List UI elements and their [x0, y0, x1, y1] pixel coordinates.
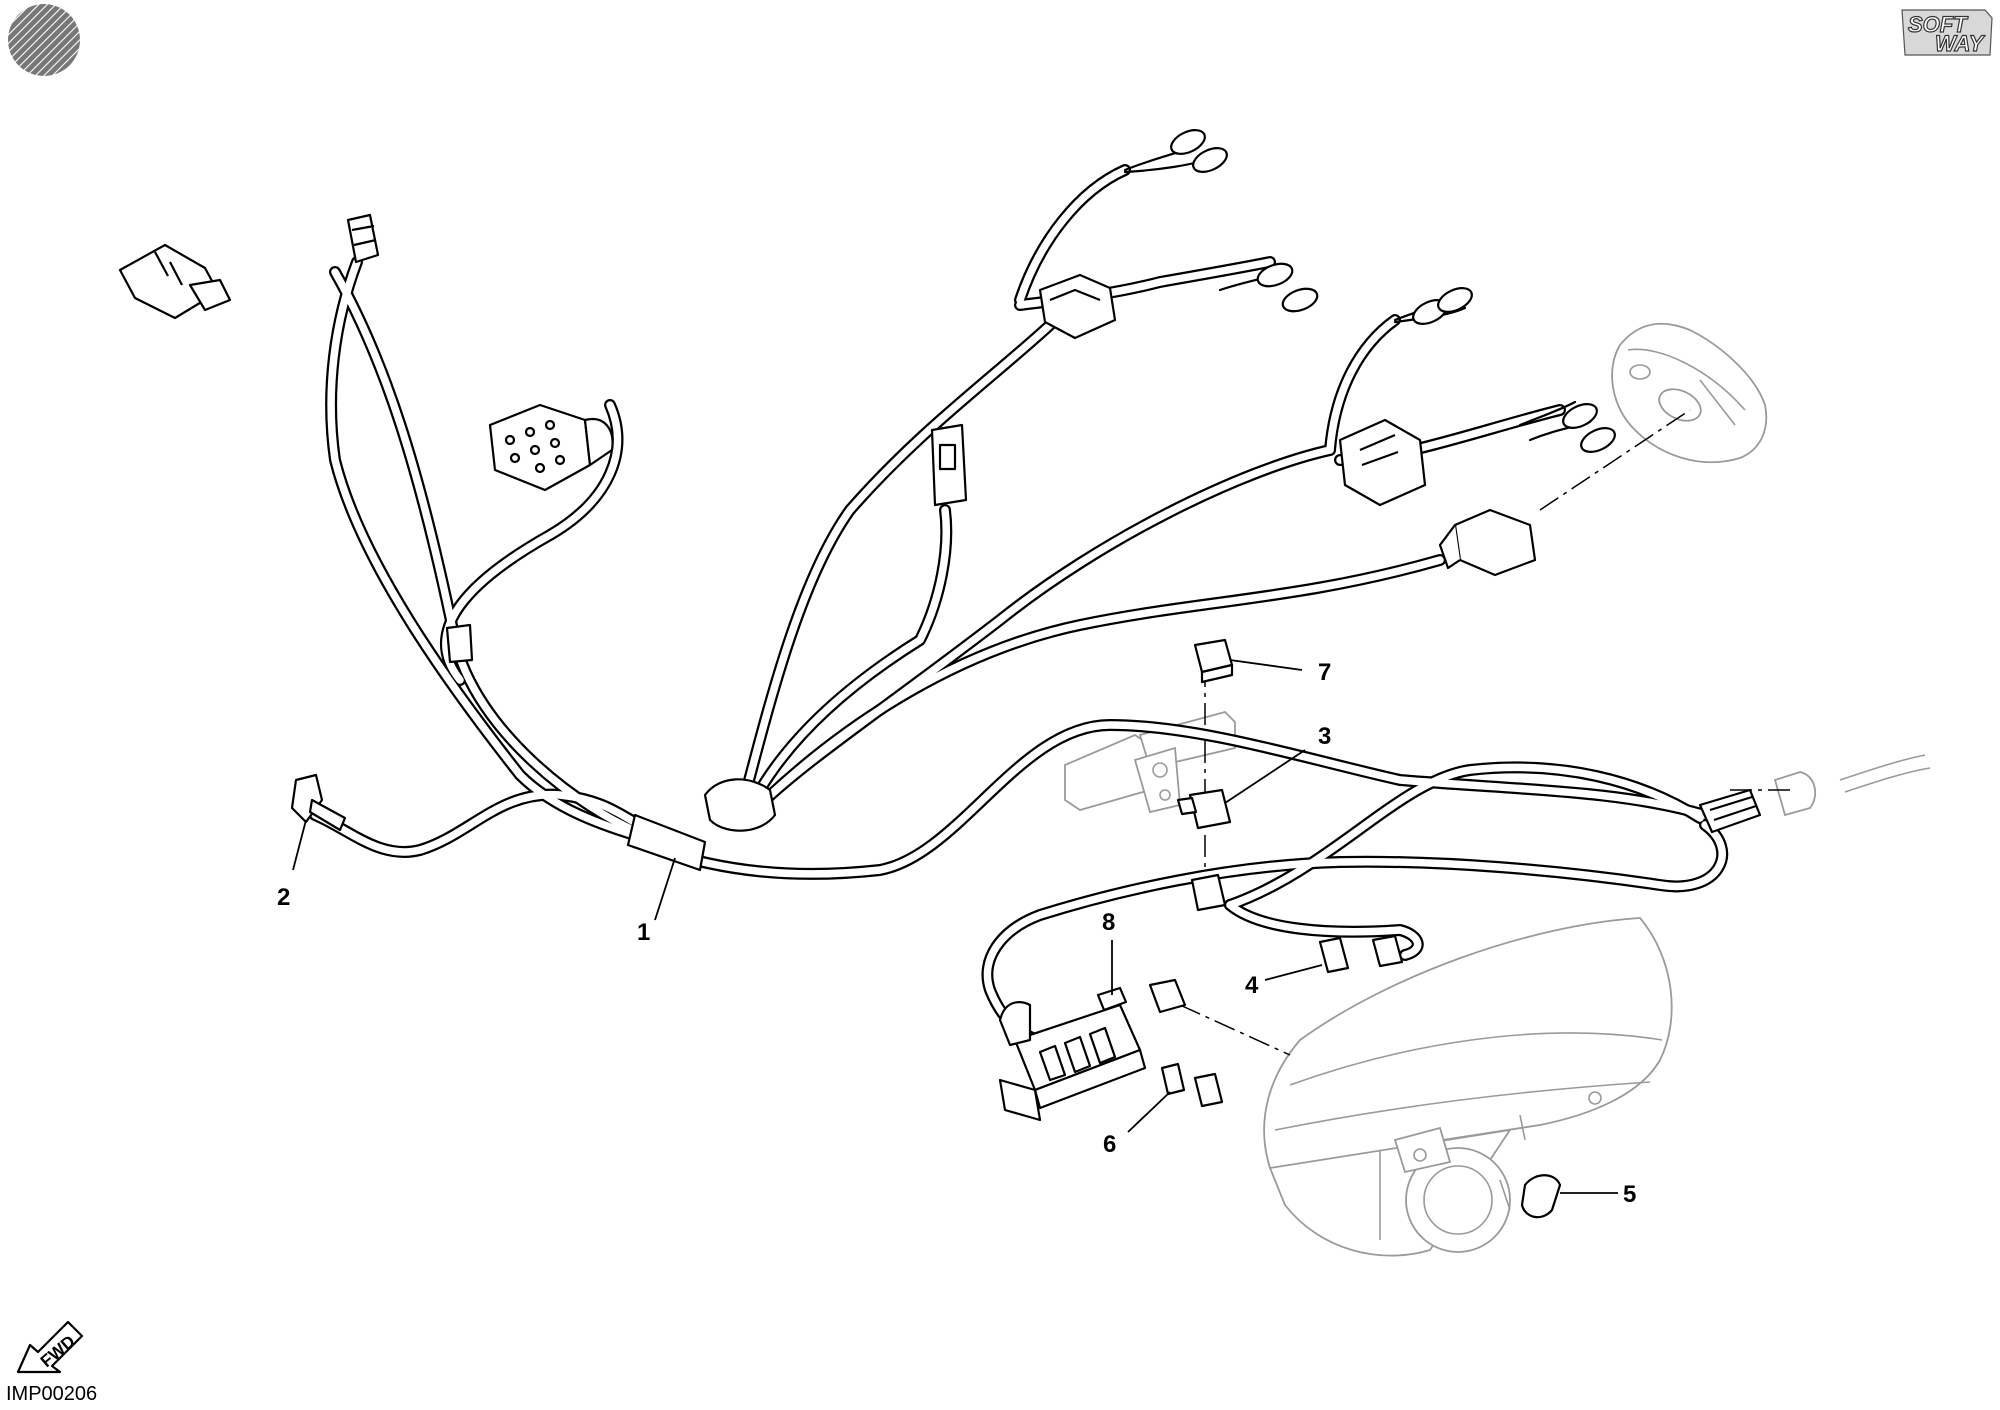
callout-3: 3	[1224, 723, 1331, 804]
logo-line-2: WAY	[1935, 31, 1986, 56]
relay-3	[1176, 788, 1232, 830]
terminal-pair-center	[1256, 262, 1319, 313]
connector-vertical-center	[930, 423, 968, 507]
headlight-housing-ghost	[1263, 917, 1673, 1257]
callout-8: 8	[1102, 909, 1115, 995]
terminal-pair-top	[1170, 129, 1228, 173]
relay-7	[1193, 638, 1234, 684]
callout-4: 4	[1245, 964, 1323, 999]
callout-6: 6	[1103, 1091, 1171, 1158]
callout-label: 8	[1102, 909, 1115, 936]
ground-terminal	[290, 773, 347, 832]
softway-logo: SOFT WAY	[1901, 9, 1993, 57]
connector-multipin-left	[488, 403, 614, 492]
callout-5: 5	[1560, 1181, 1636, 1208]
speed-sensor-cable-ghost	[1773, 754, 1931, 817]
connector-pair-4	[1318, 934, 1404, 974]
connector-top-left	[118, 243, 232, 320]
callout-label: 2	[277, 884, 290, 911]
wire-harness	[309, 148, 1729, 1050]
terminal-pair-panel	[1562, 403, 1616, 453]
connector-right-small	[1438, 508, 1537, 577]
brand-emblem	[8, 4, 80, 76]
connector-small-top	[346, 213, 380, 264]
callout-2: 2	[277, 819, 307, 911]
callout-label: 1	[637, 919, 650, 946]
callout-label: 4	[1245, 972, 1259, 999]
connector-center-top	[1038, 273, 1117, 340]
callout-label: 6	[1103, 1131, 1116, 1158]
relay-bracket-ghost	[1064, 710, 1236, 814]
clip-near-fuse-box	[1148, 978, 1187, 1014]
instrument-panel-ghost	[1611, 322, 1768, 464]
logo-line-1: SOFT	[1908, 12, 1968, 37]
harness-sleeves	[445, 623, 777, 872]
drawing-code: IMP00206	[6, 1383, 97, 1405]
relay-socket	[1190, 873, 1227, 912]
callout-label: 5	[1623, 1181, 1636, 1208]
connector-right-large	[1338, 418, 1427, 507]
speed-sensor-connector	[1698, 788, 1762, 834]
fuse-pair-6	[1160, 1062, 1224, 1108]
terminal-pair-right	[1412, 287, 1473, 325]
callout-1: 1	[637, 857, 676, 946]
callout-label: 7	[1318, 659, 1331, 686]
fwd-arrow-icon: FWD	[16, 1320, 84, 1374]
grommet-5	[1520, 1174, 1562, 1219]
callout-label: 3	[1318, 723, 1331, 750]
callout-7: 7	[1229, 659, 1331, 686]
fuse-box	[998, 1001, 1147, 1122]
